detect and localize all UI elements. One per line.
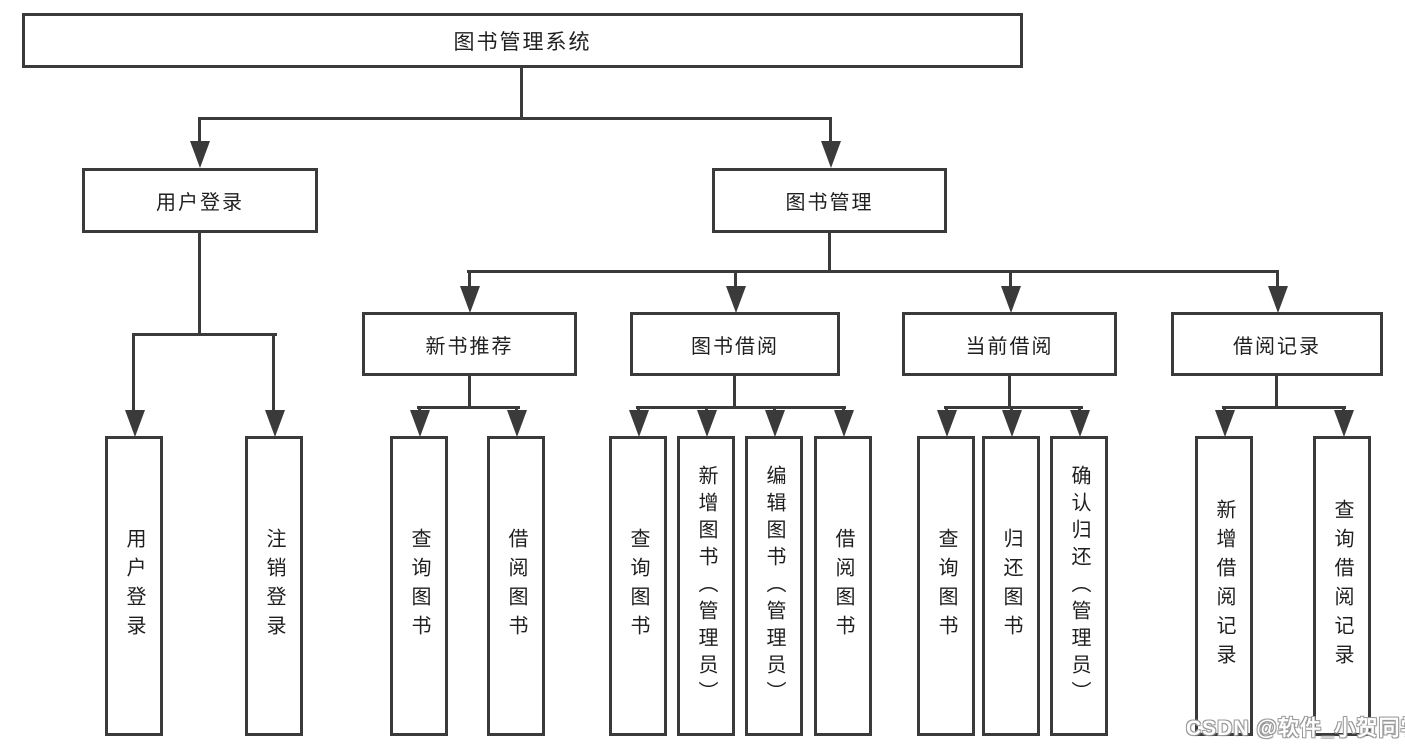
connector-current-hline [944, 406, 1083, 409]
leaf-user-login: 用户登录 [105, 436, 163, 736]
csdn-watermark: CSDN @软件_小贺同学 [1186, 717, 1405, 740]
connector-userlogin-shaft-1 [132, 333, 135, 412]
arrow-to-leaf-logout [265, 410, 285, 437]
connector-records-vline [1275, 374, 1278, 409]
connector-root-right-shaft [829, 117, 832, 145]
connector-userlogin-hline [132, 333, 277, 336]
arrow-to-leaf-confirm-return [1070, 410, 1090, 437]
node-user-login: 用户登录 [82, 168, 318, 233]
arrow-to-new-book-recommend [460, 286, 480, 313]
arrow-to-borrow-records [1268, 286, 1288, 313]
connector-userlogin-vline [198, 231, 201, 335]
arrow-to-current-borrow [1001, 286, 1021, 313]
connector-root-hline [198, 117, 832, 120]
arrow-to-leaf-add-record [1215, 410, 1235, 437]
connector-borrow-hline [636, 406, 846, 409]
connector-borrow-vline [733, 374, 736, 409]
node-root-system: 图书管理系统 [22, 13, 1023, 68]
leaf-edit-books-admin: 编辑图书（管理员） [745, 436, 803, 736]
node-book-borrow: 图书借阅 [630, 312, 840, 376]
leaf-query-borrow-record: 查询借阅记录 [1313, 436, 1371, 736]
connector-userlogin-shaft-2 [272, 333, 275, 412]
connector-root-vline [520, 66, 523, 119]
connector-newbooks-hline [417, 406, 520, 409]
connector-current-vline [1008, 374, 1011, 409]
arrow-to-user-login [190, 141, 210, 168]
arrow-to-leaf-query-record [1334, 410, 1354, 437]
arrow-to-leaf-add-books [697, 410, 717, 437]
connector-bookmgmt-shaft-3 [1009, 270, 1012, 288]
leaf-borrow-books-1: 借阅图书 [487, 436, 545, 736]
arrow-to-leaf-query-books-3 [937, 410, 957, 437]
node-current-borrow: 当前借阅 [902, 312, 1117, 376]
leaf-add-borrow-record: 新增借阅记录 [1195, 436, 1253, 736]
connector-newbooks-vline [468, 374, 471, 409]
arrow-to-book-management [821, 141, 841, 168]
node-borrow-records: 借阅记录 [1171, 312, 1383, 376]
leaf-borrow-books-2: 借阅图书 [814, 436, 872, 736]
leaf-confirm-return-admin: 确认归还（管理员） [1050, 436, 1108, 736]
arrow-to-leaf-borrow-books-2 [834, 410, 854, 437]
arrow-to-leaf-edit-books [765, 410, 785, 437]
arrow-to-leaf-query-books-2 [629, 410, 649, 437]
connector-bookmgmt-vline [828, 231, 831, 273]
connector-bookmgmt-shaft-4 [1276, 270, 1279, 288]
arrow-to-leaf-borrow-books-1 [507, 410, 527, 437]
arrow-to-leaf-query-books-1 [410, 410, 430, 437]
leaf-query-books-3: 查询图书 [917, 436, 975, 736]
node-new-book-recommend: 新书推荐 [362, 312, 577, 376]
connector-records-hline [1222, 406, 1346, 409]
node-book-management: 图书管理 [712, 168, 947, 233]
connector-bookmgmt-shaft-1 [468, 270, 471, 288]
arrow-to-leaf-user-login [125, 410, 145, 437]
connector-bookmgmt-hline [467, 270, 1279, 273]
leaf-logout: 注销登录 [245, 436, 303, 736]
leaf-return-books: 归还图书 [982, 436, 1040, 736]
leaf-query-books-2: 查询图书 [609, 436, 667, 736]
leaf-query-books-1: 查询图书 [390, 436, 448, 736]
arrow-to-leaf-return-books [1002, 410, 1022, 437]
connector-root-left-shaft [198, 117, 201, 145]
arrow-to-book-borrow [726, 286, 746, 313]
connector-bookmgmt-shaft-2 [734, 270, 737, 288]
leaf-add-books-admin: 新增图书（管理员） [677, 436, 735, 736]
